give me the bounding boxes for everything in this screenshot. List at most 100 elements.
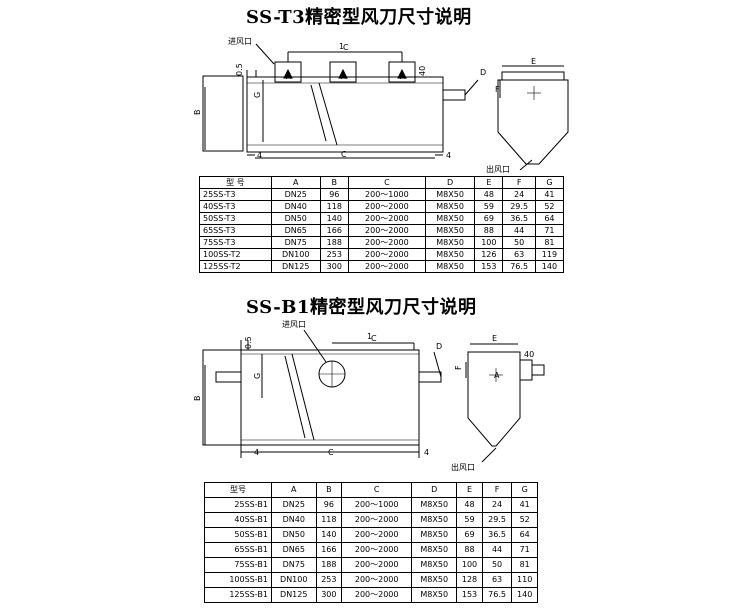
b1-col-d: D [411,482,458,498]
b1-inlet-label: 进风口 [282,320,306,329]
t3-table-cell: 100 [474,236,504,249]
b1-table-cell: 75SS-B1 [204,557,272,573]
t3-table-cell: 166 [319,224,349,237]
t3-table-cell: 64 [534,212,565,225]
b1-table-cell: 140 [511,587,538,603]
t3-table-cell: DN125 [270,260,321,273]
t3-table-cell: 29.5 [502,200,536,213]
b1-table-cell: DN50 [270,527,317,543]
t3-col-c: C [347,176,426,189]
t3-table-cell: 81 [534,236,565,249]
t3-col-f: F [502,176,536,189]
t3-table-cell: 44 [502,224,536,237]
t3-c-bottom-label: C [341,150,347,159]
t3-inlet-label: 进风口 [228,37,252,46]
t3-table-cell: 126 [474,248,504,261]
t3-table-cell: 50 [502,236,536,249]
t3-c1-label: 1 [339,42,344,51]
b1-table-cell: 200～2000 [341,527,413,543]
t3-table-cell: 200～2000 [347,212,426,225]
b1-table-cell: M8X50 [411,542,458,558]
b1-table-cell: 300 [315,587,343,603]
t3-dim-4-right-label: 4 [446,151,451,160]
b1-table-cell: 41 [511,497,538,513]
b1-col-a: A [270,482,317,498]
b1-side-view [202,329,442,458]
b1-table-cell: DN75 [270,557,317,573]
t3-table-cell: 25SS-T3 [199,188,272,201]
t3-a2-label: A [341,72,347,81]
b1-table-cell: 96 [315,497,343,513]
t3-f-label: F [495,85,500,94]
t3-c-label: C [343,43,349,52]
t3-dim-4-left-label: 4 [257,151,262,160]
t3-table-cell: DN100 [270,248,321,261]
b1-table-cell: 140 [315,527,343,543]
b1-table-cell: 24 [481,497,513,513]
b1-table-cell: 50SS-B1 [204,527,272,543]
t3-end-view [497,65,569,171]
b1-d-label: D [436,342,442,351]
b1-dim-4-left-label: 4 [254,448,259,457]
b1-table-cell: M8X50 [411,527,458,543]
t3-a3-label: A [400,72,406,81]
b1-table-cell: 125SS-B1 [204,587,272,603]
t3-table-cell: 100SS-T2 [199,248,272,261]
b1-c-label: C [371,334,377,343]
b1-table-cell: 100 [456,557,483,573]
b1-outlet-label: 出风口 [451,462,475,472]
b1-a-end-label: A [494,371,500,380]
t3-table-cell: DN50 [270,212,321,225]
b1-table-cell: 76.5 [481,587,513,603]
b1-g-label: G [253,373,262,379]
t3-table-cell: DN65 [270,224,321,237]
b1-table-cell: 200～1000 [341,497,413,513]
t3-table-cell: 140 [319,212,349,225]
b1-table-cell: 253 [315,572,343,588]
t3-table-cell: 140 [534,260,565,273]
t3-table-cell: 88 [474,224,504,237]
b1-table-cell: 128 [456,572,483,588]
b1-table-cell: 63 [481,572,513,588]
b1-table-cell: 110 [511,572,538,588]
b1-e-label: E [492,334,497,343]
b1-table-cell: 59 [456,512,483,528]
t3-table-cell: 59 [474,200,504,213]
t3-table-cell: 200～2000 [347,200,426,213]
b1-col-model: 型号 [204,482,272,498]
t3-table-cell: 76.5 [502,260,536,273]
t3-table-cell: 48 [474,188,504,201]
b1-col-b: B [315,482,343,498]
b1-table-cell: 81 [511,557,538,573]
b1-table-cell: 69 [456,527,483,543]
t3-table-cell: 200～2000 [347,236,426,249]
t3-table-cell: 253 [319,248,349,261]
t3-d-label: D [480,68,486,77]
b1-dim-05-label: 0.5 [244,336,253,349]
t3-col-e: E [474,176,504,189]
t3-table-cell: 200～2000 [347,224,426,237]
t3-table-cell: M8X50 [424,224,476,237]
t3-g-label: G [253,92,262,98]
t3-table-cell: 153 [474,260,504,273]
t3-e-label: E [531,57,536,66]
t3-table-cell: 65SS-T3 [199,224,272,237]
b1-table-cell: M8X50 [411,572,458,588]
t3-table-cell: 40SS-T3 [199,200,272,213]
t3-table-cell: 96 [319,188,349,201]
t3-table-cell: 75SS-T3 [199,236,272,249]
b1-table-cell: 88 [456,542,483,558]
t3-table-cell: 125SS-T2 [199,260,272,273]
t3-col-model: 型 号 [199,176,272,189]
b1-table-cell: DN65 [270,542,317,558]
b1-table-cell: 188 [315,557,343,573]
